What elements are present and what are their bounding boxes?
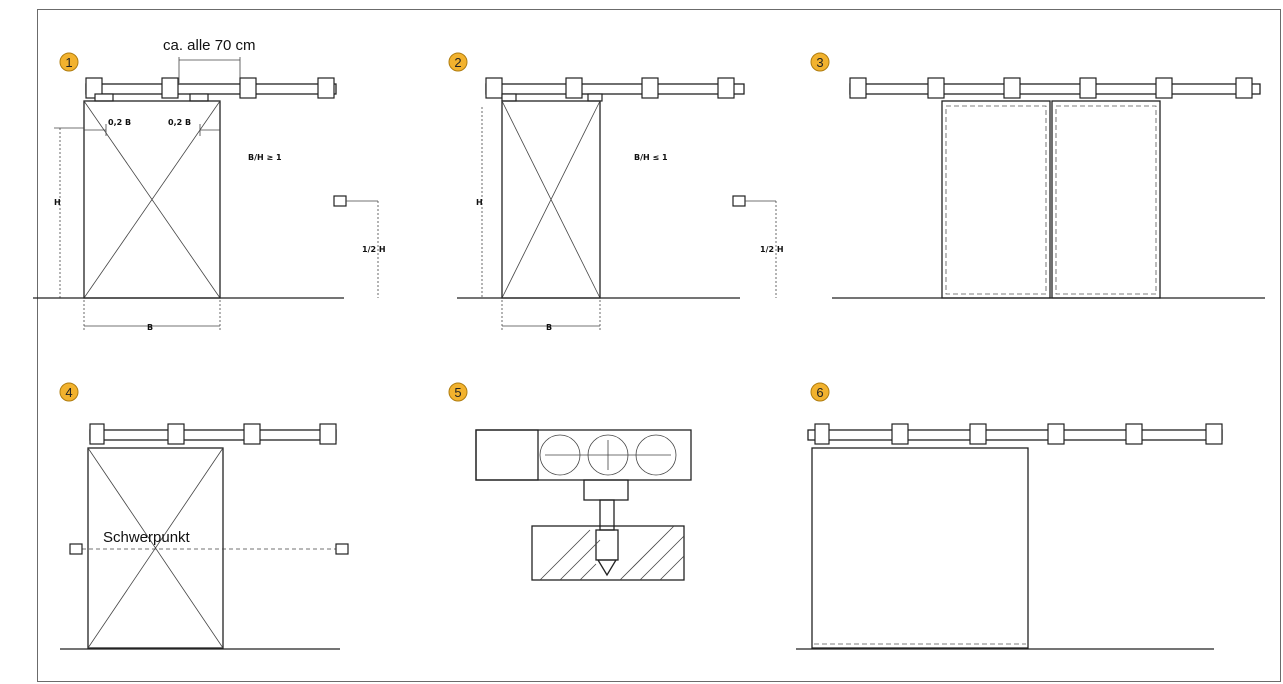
panel-5: 5 (448, 382, 692, 581)
track-rail (807, 423, 1223, 445)
bolt-assembly (583, 479, 629, 577)
door-leaf (811, 447, 1029, 649)
track-profile (475, 429, 692, 481)
door-leaf (501, 100, 601, 299)
width-dim: B (501, 300, 601, 332)
h-label: H (476, 198, 483, 207)
ceiling-section (531, 525, 685, 581)
rollers (501, 93, 603, 102)
half-h-label: 1/2 H (760, 245, 784, 254)
svg-text:4: 4 (65, 385, 72, 400)
track-rail (849, 77, 1261, 99)
panel-4: 4 Schwerpunkt (59, 382, 349, 650)
h-label: H (54, 198, 61, 207)
spacing-label: ca. alle 70 cm (163, 37, 256, 54)
panel-3: 3 (810, 52, 1265, 299)
ratio-ge-label: B/H ≥ 1 (248, 153, 282, 162)
badge-2: 2 (448, 52, 468, 72)
floor-guides (69, 543, 349, 555)
floor-guide: 1/2 H (333, 195, 386, 298)
badge-1: 1 (59, 52, 79, 72)
door-leaf-left (941, 100, 1051, 299)
two-b-dims: 0,2 B 0,2 B (84, 118, 220, 136)
badge-4: 4 (59, 382, 79, 402)
svg-text:2: 2 (454, 55, 461, 70)
two-b-label-left: 0,2 B (108, 118, 131, 127)
height-dim: H (476, 107, 483, 298)
spacing-dimension (178, 57, 241, 83)
svg-text:3: 3 (816, 55, 823, 70)
panel-2: 2 B/H ≤ 1 H 1/2 H (448, 52, 784, 332)
height-dim: H (54, 127, 84, 298)
width-dim: B (83, 300, 221, 332)
two-b-label-right: 0,2 B (168, 118, 191, 127)
door-leaf (87, 447, 224, 649)
floor-guide: 1/2 H (732, 195, 784, 298)
svg-text:5: 5 (454, 385, 461, 400)
svg-text:1: 1 (65, 55, 72, 70)
ratio-le-label: B/H ≤ 1 (634, 153, 668, 162)
diagram-frame (37, 9, 1281, 682)
track-rail (89, 423, 337, 445)
half-h-label: 1/2 H (362, 245, 386, 254)
badge-5: 5 (448, 382, 468, 402)
rollers (94, 93, 209, 102)
track-rail (85, 77, 337, 99)
center-of-gravity-label: Schwerpunkt (103, 529, 191, 546)
panel-1: 1 ca. alle 70 cm 0,2 (33, 37, 386, 332)
b-label: B (546, 323, 552, 332)
door-leaf-right (1051, 100, 1161, 299)
b-label: B (147, 323, 153, 332)
panel-6: 6 (796, 382, 1223, 650)
track-rail (485, 77, 745, 99)
svg-text:6: 6 (816, 385, 823, 400)
badge-3: 3 (810, 52, 830, 72)
badge-6: 6 (810, 382, 830, 402)
